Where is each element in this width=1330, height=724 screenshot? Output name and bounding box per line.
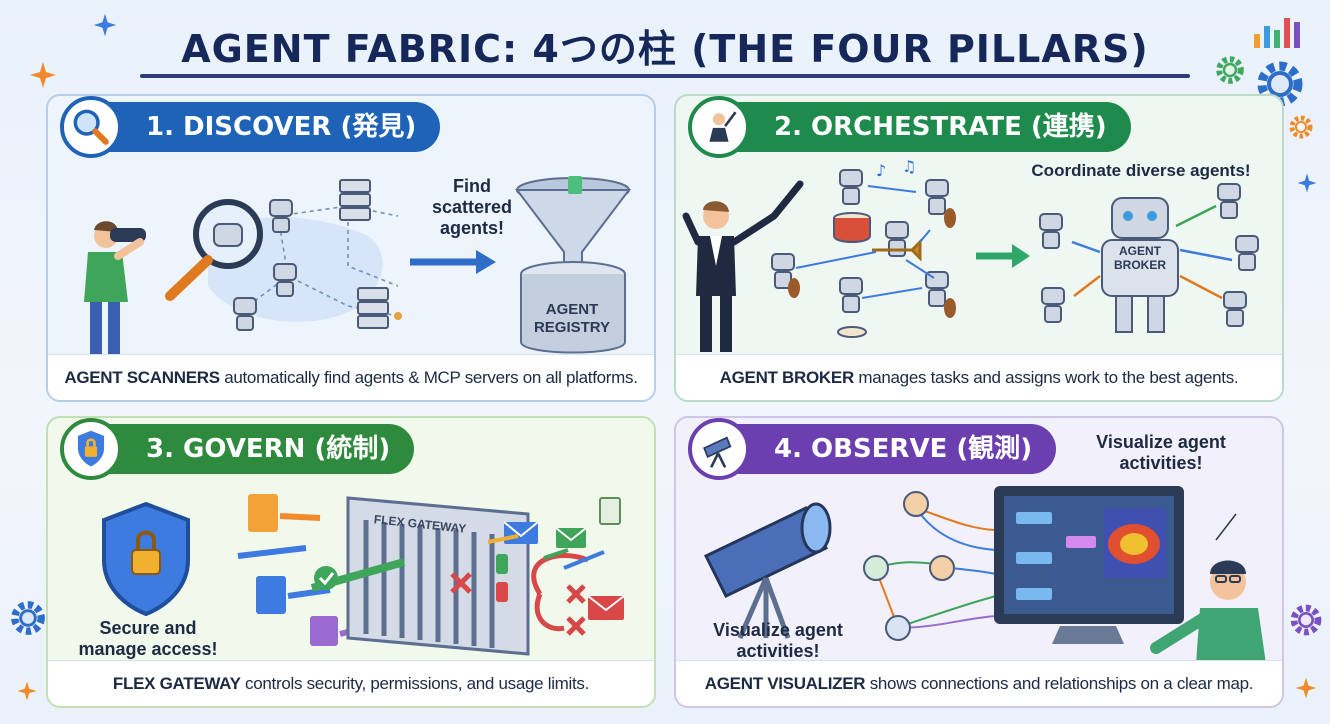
broker-robot-illustration: [1101, 197, 1179, 333]
govern-heading: 3. GOVERN (統制): [64, 424, 415, 474]
orchestrate-scene: ♪♫ C: [676, 156, 1282, 354]
gear-icon: [1290, 604, 1322, 636]
orchestrate-caption-text: manages tasks and assigns work to the be…: [853, 368, 1239, 387]
magnifier-illustration: [165, 199, 263, 301]
orchestrate-caption: AGENT BROKER manages tasks and assigns w…: [676, 354, 1282, 400]
govern-caption: FLEX GATEWAY controls security, permissi…: [48, 660, 654, 706]
registry-database-illustration: [520, 261, 626, 354]
drum-icon: [833, 212, 871, 338]
envelope-icon: [503, 497, 625, 620]
magnifier-icon: [60, 96, 122, 158]
gear-icon: [1216, 56, 1244, 84]
observe-note-left: Visualize agent activities!: [713, 620, 843, 661]
sparkle-icon: [1295, 677, 1317, 699]
svg-text:♪: ♪: [876, 161, 886, 180]
discover-caption-bold: AGENT SCANNERS: [64, 368, 220, 387]
discover-caption: AGENT SCANNERS automatically find agents…: [48, 354, 654, 400]
person-pointing-illustration: [1150, 560, 1266, 664]
person-binoculars-illustration: [84, 221, 146, 356]
chart-icon: [1254, 18, 1300, 48]
observe-caption-text: shows connections and relationships on a…: [865, 674, 1254, 693]
govern-panel: 3. GOVERN (統制): [46, 416, 656, 708]
discover-caption-text: automatically find agents & MCP servers …: [219, 368, 638, 387]
robot-icon: [233, 199, 297, 331]
discover-panel: 1. DISCOVER (発見): [46, 94, 656, 402]
discover-note: Find scattered agents!: [431, 176, 513, 238]
observe-panel: 4. OBSERVE (観測): [674, 416, 1284, 708]
observe-caption: AGENT VISUALIZER shows connections and r…: [676, 660, 1282, 706]
conductor-illustration: [682, 180, 804, 352]
sparkle-icon: [30, 62, 56, 88]
govern-heading-text: 3. GOVERN (統制): [146, 434, 391, 464]
sparkle-icon: [93, 13, 117, 37]
conductor-icon: [688, 96, 750, 158]
agent-broker-label: AGENT BROKER: [1113, 244, 1166, 272]
server-icon: [339, 179, 389, 329]
orchestrate-heading-text: 2. ORCHESTRATE (連携): [774, 112, 1107, 142]
discover-heading-text: 1. DISCOVER (発見): [146, 112, 417, 142]
orchestrate-caption-bold: AGENT BROKER: [719, 368, 855, 387]
observe-scene: Visualize agent activities! Visualize ag…: [676, 432, 1282, 664]
sparkle-icon: [17, 681, 37, 701]
gateway-illustration: [346, 496, 530, 656]
svg-text:♫: ♫: [902, 157, 916, 176]
observe-heading-text: 4. OBSERVE (観測): [774, 434, 1033, 464]
govern-caption-text: controls security, permissions, and usag…: [240, 674, 590, 693]
title-underline: [140, 74, 1190, 78]
orchestrate-panel: 2. ORCHESTRATE (連携): [674, 94, 1284, 402]
govern-caption-bold: FLEX GATEWAY: [112, 674, 241, 693]
observe-caption-bold: AGENT VISUALIZER: [704, 674, 866, 693]
govern-scene: FLEX GATEWAY Secure and manage access!: [48, 478, 654, 660]
discover-scene: Find scattered agents! AGENT REGISTRY: [48, 156, 654, 356]
observe-note-right: Visualize agent activities!: [1096, 432, 1226, 473]
agent-registry-label: AGENT REGISTRY: [533, 301, 611, 336]
shield-illustration: [102, 501, 190, 617]
shield-lock-icon: [60, 418, 122, 480]
discover-heading: 1. DISCOVER (発見): [64, 102, 441, 152]
orchestrate-note: Coordinate diverse agents!: [1031, 161, 1251, 180]
page-title: AGENT FABRIC: 4つの柱 (THE FOUR PILLARS): [181, 27, 1149, 71]
robot-icon: [771, 169, 949, 313]
observe-heading: 4. OBSERVE (観測): [692, 424, 1057, 474]
sparkle-icon: [1297, 173, 1317, 193]
robot-icon: [863, 491, 955, 641]
gear-icon: [11, 601, 45, 635]
monitor-illustration: [994, 486, 1184, 644]
robot-icon: [1039, 183, 1259, 327]
govern-note: Secure and manage access!: [78, 618, 218, 659]
document-icon: [248, 494, 338, 646]
telescope-illustration: [703, 502, 832, 639]
telescope-icon: [688, 418, 750, 480]
orchestrate-heading: 2. ORCHESTRATE (連携): [692, 102, 1131, 152]
gear-icon: [1289, 115, 1313, 139]
